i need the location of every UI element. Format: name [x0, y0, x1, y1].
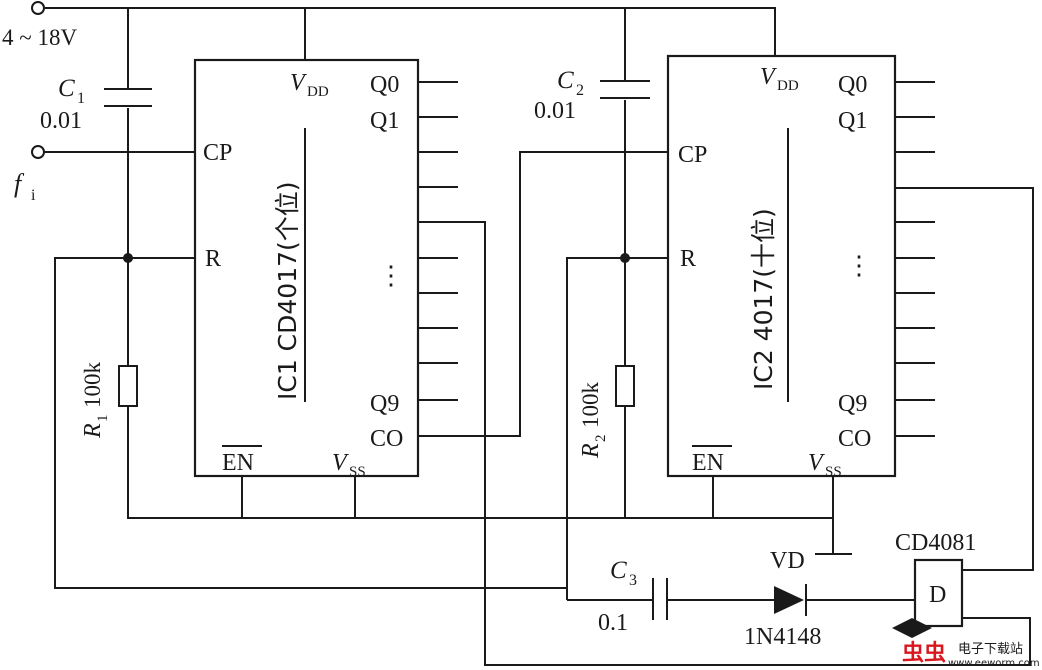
junction-r2	[620, 253, 630, 263]
r1-symbol: R	[80, 423, 106, 439]
ic1-output-pins	[418, 81, 458, 401]
c1-value: 0.01	[40, 108, 82, 134]
r2-symbol: R	[578, 443, 604, 459]
ic2-cp-label: CP	[678, 142, 707, 168]
capacitor-c3	[652, 578, 668, 620]
ic1-vss-sub: SS	[349, 464, 366, 480]
r2-label: R 2 100k	[578, 382, 609, 460]
ic2-q0-label: Q0	[838, 72, 867, 98]
capacitor-c2	[600, 80, 650, 99]
c3-value: 0.1	[598, 610, 628, 636]
r2-subscript: 2	[593, 435, 609, 443]
resistor-r1	[118, 365, 138, 407]
mortarboard-icon	[892, 618, 932, 638]
ic2-title: IC2 4017(十位)	[749, 208, 778, 390]
input-subscript: i	[31, 187, 36, 204]
ic1-cp-label: CP	[203, 140, 232, 166]
supply-voltage-label: 4 ~ 18V	[2, 25, 77, 50]
gate-part-label: CD4081	[895, 530, 976, 556]
r1-value: 100k	[80, 362, 105, 409]
watermark-name: 电子下载站	[958, 642, 1023, 657]
ic2-q1-label: Q1	[838, 108, 867, 134]
supply-terminal	[31, 1, 45, 15]
ic1-q0-label: Q0	[370, 72, 399, 98]
watermark-url: www.eeworm.com	[948, 658, 1040, 669]
c1-symbol: C	[58, 75, 75, 102]
ic2-vdd-label: V	[760, 64, 777, 90]
ic1-q1-label: Q1	[370, 108, 399, 134]
watermark: 虫虫 电子下载站 www.eeworm.com	[892, 618, 1040, 669]
ic2-box	[666, 54, 897, 478]
ic1-vss-label: V	[332, 450, 349, 476]
ic1-vdd-sub: DD	[307, 84, 329, 100]
capacitor-c1	[104, 88, 152, 107]
ic2-r-label: R	[680, 246, 696, 272]
r1-subscript: 1	[95, 415, 111, 423]
diode-part-label: 1N4148	[744, 624, 821, 650]
ic1-en-label: EN	[222, 450, 254, 476]
ic2-vss-sub: SS	[825, 464, 842, 480]
ic2-en-label: EN	[692, 450, 724, 476]
input-terminal	[31, 145, 45, 159]
input-symbol: f	[14, 169, 25, 198]
ic1-vdd-label: V	[290, 70, 307, 96]
ic2-vdd-sub: DD	[777, 78, 799, 94]
resistor-r2	[615, 365, 635, 407]
r2-value: 100k	[578, 382, 603, 429]
junction-r1	[123, 253, 133, 263]
carry-wire	[418, 151, 668, 437]
ic2-dots: ⋮	[846, 251, 872, 280]
watermark-logo: 虫虫	[902, 640, 946, 666]
c1-subscript: 1	[77, 90, 85, 107]
ic2-co-label: CO	[838, 426, 871, 452]
ic2-vss-label: V	[808, 450, 825, 476]
supply-rail	[45, 7, 776, 56]
c2-symbol: C	[557, 67, 574, 94]
gate-d-label: D	[929, 582, 946, 608]
diode-label: VD	[770, 548, 805, 574]
ic1-q9-label: Q9	[370, 391, 399, 417]
ic1-co-label: CO	[370, 426, 403, 452]
diode-vd	[774, 584, 807, 616]
ic2-output-pins	[895, 81, 935, 437]
c2-value: 0.01	[534, 98, 576, 124]
ic1-title: IC1 CD4017(个位)	[273, 181, 302, 400]
ic1-box	[193, 58, 420, 478]
ic2-q9-label: Q9	[838, 391, 867, 417]
and-gate	[913, 558, 964, 628]
c2-subscript: 2	[576, 82, 584, 99]
ic1-r-label: R	[205, 246, 221, 272]
c3-subscript: 3	[629, 572, 637, 589]
r1-label: R 1 100k	[80, 362, 111, 440]
ic1-dots: ⋮	[378, 261, 404, 290]
c3-symbol: C	[610, 557, 627, 584]
